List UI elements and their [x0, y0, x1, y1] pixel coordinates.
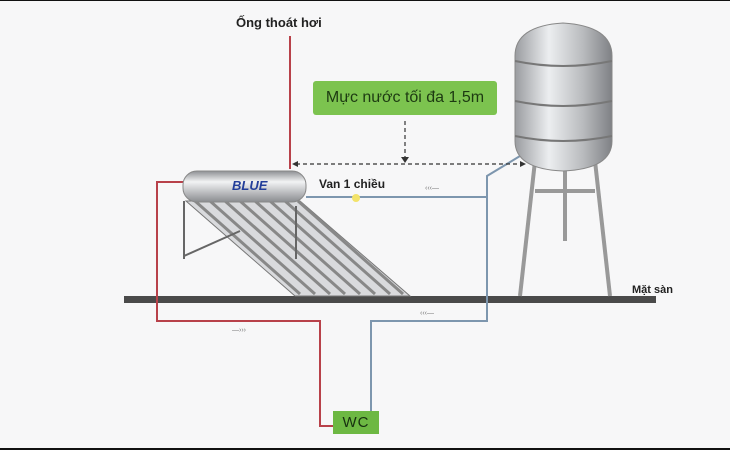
svg-text:—›››: —›››: [232, 327, 247, 334]
floor-slab: [124, 296, 656, 303]
arrow-left-icon: [292, 161, 298, 167]
arrow-right-icon: [520, 161, 526, 167]
svg-text:‹‹‹—: ‹‹‹—: [425, 185, 439, 192]
arrow-down-icon: [401, 157, 409, 163]
svg-text:‹‹‹—: ‹‹‹—: [420, 310, 434, 317]
solar-collector: [182, 170, 412, 297]
flow-arrows: ‹‹‹— ‹‹‹— —›››: [232, 185, 439, 334]
brand-logo: BLUE: [232, 178, 268, 193]
water-tower: [514, 22, 613, 297]
check-valve-icon: [352, 194, 360, 202]
wc-box: WC: [333, 411, 379, 434]
water-level-indicator: [296, 121, 522, 165]
hot-water-pipe: [156, 36, 333, 427]
check-valve-label: Van 1 chiều: [319, 177, 386, 191]
max-water-level-label: Mực nước tối đa 1,5m: [313, 81, 497, 115]
floor-label: Mặt sàn: [632, 284, 673, 296]
vent-pipe-label: Ống thoát hơi: [236, 15, 322, 30]
